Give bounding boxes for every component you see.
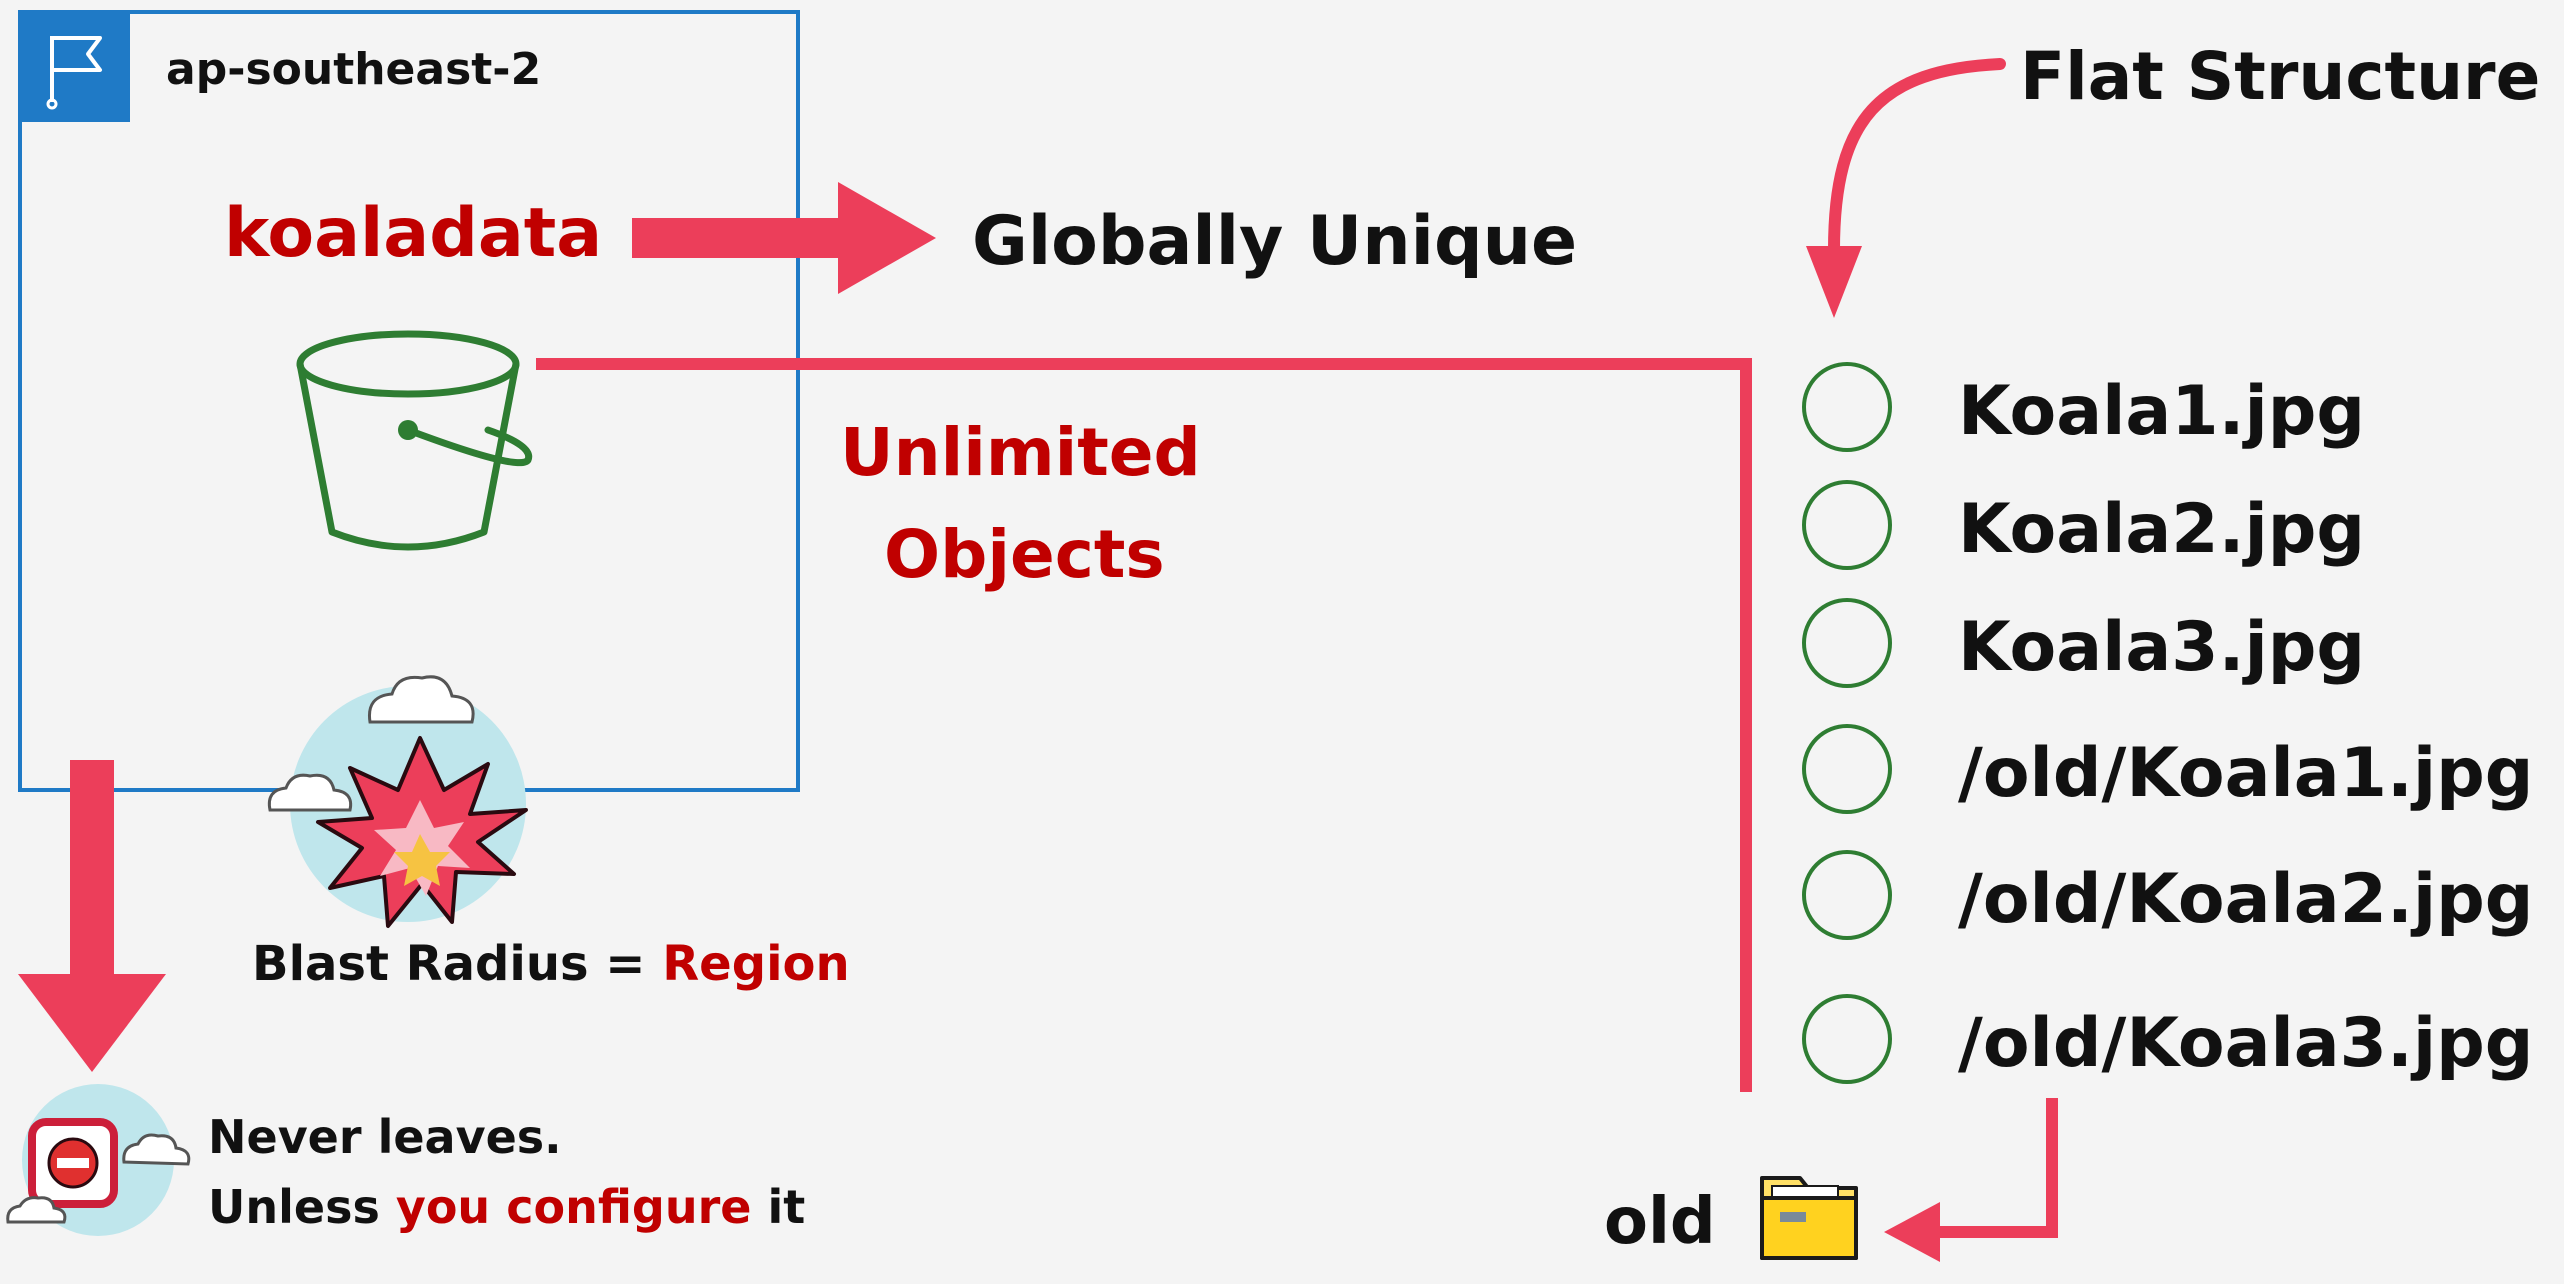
globally-unique-arrow <box>632 182 936 294</box>
never-leaves-highlight: you configure <box>395 1180 752 1234</box>
object-circle-icon <box>1802 724 1892 814</box>
blast-radius-text: Blast Radius = Region <box>252 940 850 988</box>
region-label: ap-southeast-2 <box>166 44 542 95</box>
object-circle-icon <box>1802 850 1892 940</box>
object-circle-icon <box>1802 362 1892 452</box>
blast-radius-highlight: Region <box>662 936 850 992</box>
bucket-name: koaladata <box>224 194 603 273</box>
object-label: /old/Koala1.jpg <box>1958 734 2534 813</box>
globally-unique-label: Globally Unique <box>972 202 1578 281</box>
unlimited-objects-label-line1: Unlimited <box>840 414 1201 491</box>
flat-structure-label: Flat Structure <box>2020 38 2541 115</box>
bucket-icon <box>296 330 533 551</box>
folder-icon <box>1760 1176 1858 1260</box>
blast-radius-prefix: Blast Radius = <box>252 936 663 992</box>
object-circle-icon <box>1802 598 1892 688</box>
folder-label: old <box>1604 1185 1716 1259</box>
object-label: /old/Koala2.jpg <box>1958 860 2534 939</box>
no-entry-cloud-icon <box>6 1084 191 1236</box>
unlimited-objects-label-line2: Objects <box>884 516 1165 593</box>
explosion-cloud-icon <box>267 675 528 928</box>
down-arrow <box>18 760 166 1072</box>
object-label: /old/Koala3.jpg <box>1958 1004 2534 1083</box>
folder-arrow <box>1884 1098 2058 1262</box>
never-leaves-prefix: Unless <box>208 1180 396 1234</box>
flat-structure-arrow <box>1806 58 2006 318</box>
object-label: Koala3.jpg <box>1958 608 2366 687</box>
never-leaves-line1: Never leaves. <box>208 1110 562 1164</box>
object-label: Koala2.jpg <box>1958 490 2366 569</box>
never-leaves-line2: Unless you configure it <box>208 1184 805 1230</box>
flag-icon <box>22 14 130 122</box>
object-circle-icon <box>1802 480 1892 570</box>
never-leaves-suffix: it <box>751 1180 806 1234</box>
object-label: Koala1.jpg <box>1958 372 2366 451</box>
object-circle-icon <box>1802 994 1892 1084</box>
bucket-connector-line <box>536 358 1752 1092</box>
